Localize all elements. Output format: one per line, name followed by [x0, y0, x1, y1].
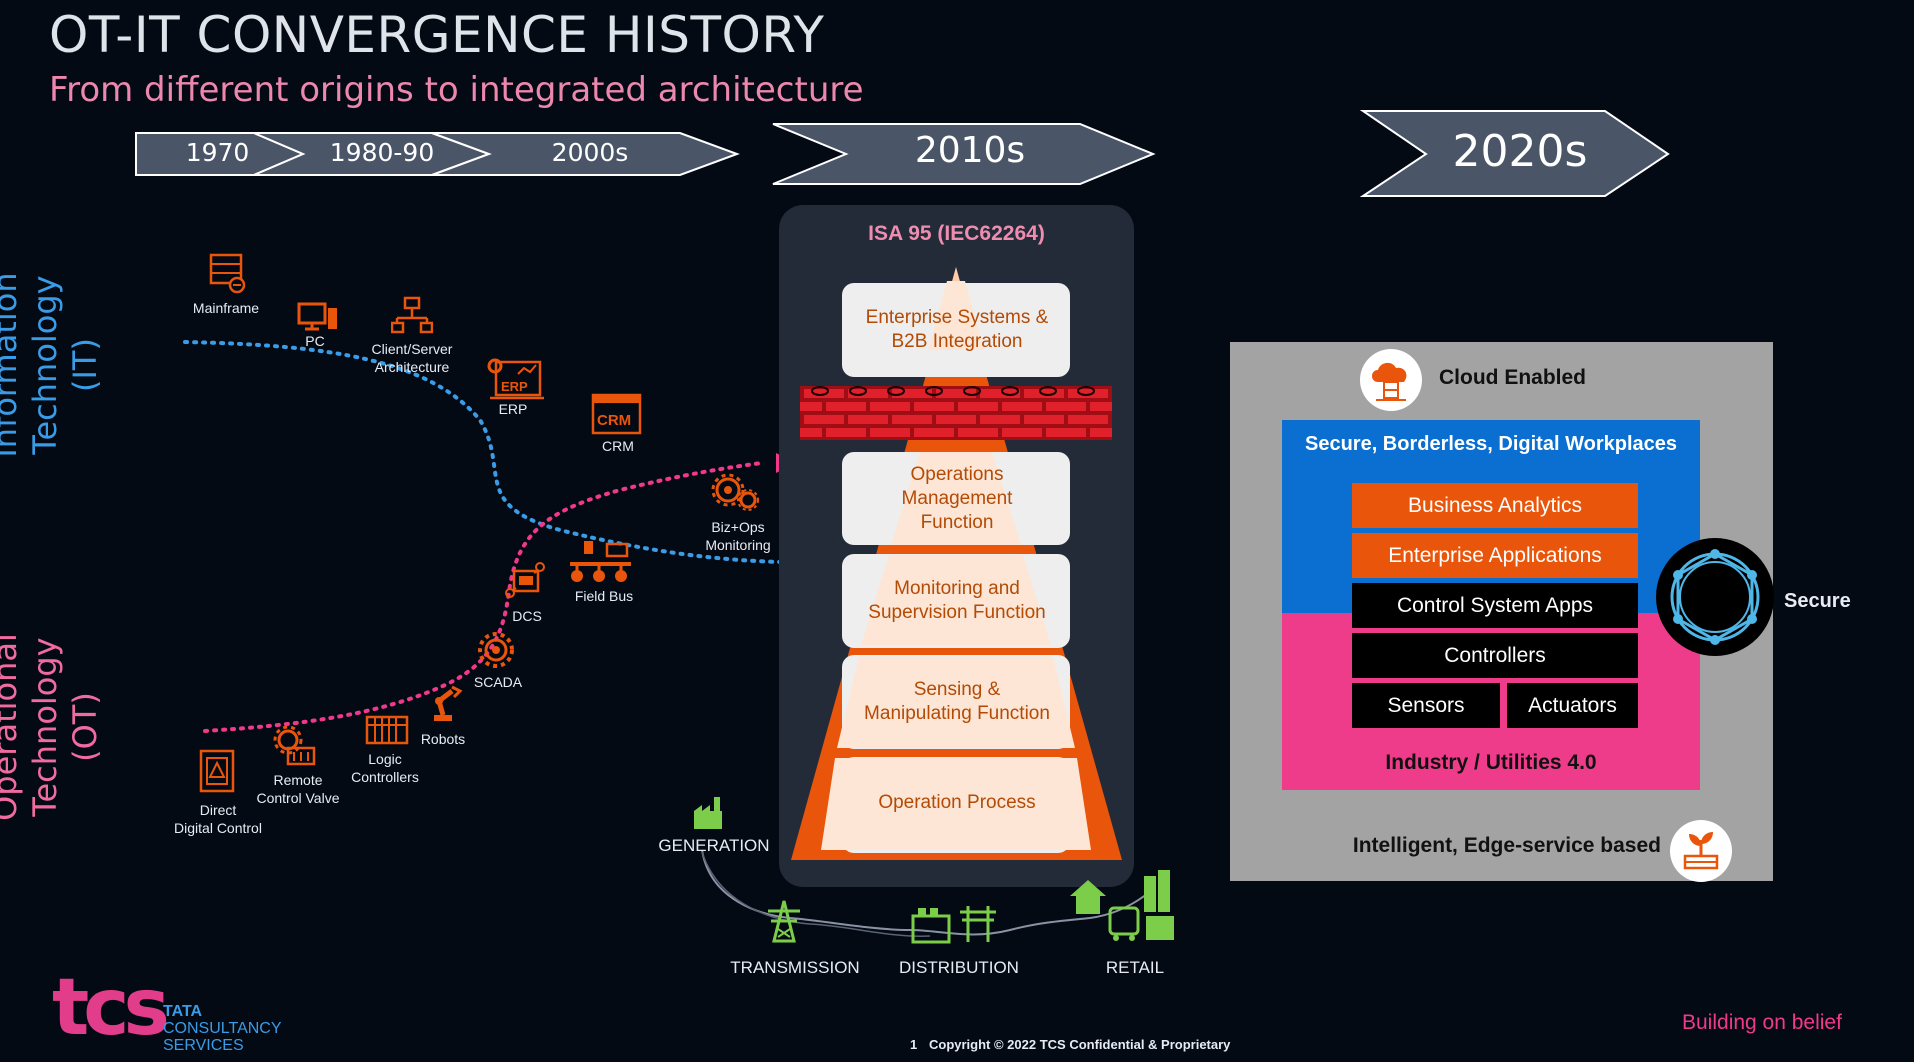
chevron-2020s	[1359, 110, 1670, 197]
crm-icon: CRM	[591, 393, 642, 435]
timeline-2020s: 2020s	[1452, 126, 1588, 177]
direct-digital-control-label: Direct Digital Control	[174, 802, 262, 836]
isa-level-enterprise-text: Enterprise Systems & B2B Integration	[865, 307, 1049, 352]
robot-arm-icon	[434, 685, 463, 721]
cloud-enabled-label: Cloud Enabled	[1439, 366, 1586, 389]
timeline-2010s: 2010s	[914, 130, 1026, 171]
control-system-apps-box: Control System Apps	[1352, 583, 1638, 628]
tcs-logo: tcs	[52, 963, 170, 1053]
dcs-label: DCS	[512, 608, 542, 624]
retail-city-icon	[1070, 870, 1174, 941]
chevron-2000s	[431, 132, 740, 176]
pc-label: PC	[305, 333, 325, 349]
bizops-gear-icon	[711, 473, 759, 511]
actuators-box: Actuators	[1507, 683, 1638, 728]
workplace-label: Secure, Borderless, Digital Workplaces	[1304, 433, 1677, 455]
tcs-brand-text: TATA CONSULTANCY SERVICES	[163, 1003, 282, 1054]
robots-label: Robots	[420, 731, 466, 747]
sensors-box: Sensors	[1352, 683, 1500, 728]
isa-level-operations-text: Operations Management Function	[901, 464, 1013, 533]
firewall-icon	[800, 386, 1112, 440]
business-analytics-box: Business Analytics	[1352, 483, 1638, 528]
distribution-icon	[911, 906, 996, 944]
secure-hexagon-icon	[1656, 538, 1774, 656]
page-subtitle: From different origins to integrated arc…	[49, 70, 864, 110]
power-grid-chain	[701, 849, 1153, 937]
client-server-icon	[391, 296, 433, 334]
scada-label: SCADA	[473, 674, 523, 690]
chevron-2010s	[772, 123, 1156, 185]
timeline-2000s: 2000s	[551, 138, 629, 167]
page-number: 1	[910, 1037, 918, 1052]
logic-controllers-icon	[365, 715, 409, 745]
isa-level-sensing-text: Sensing & Manipulating Function	[864, 679, 1050, 724]
svg-text:ERP: ERP	[501, 379, 528, 394]
field-bus-icon	[570, 541, 631, 582]
edge-label: Intelligent, Edge-service based	[1352, 834, 1661, 857]
remote-control-valve-icon	[273, 725, 316, 766]
page-title: OT-IT CONVERGENCE HISTORY	[49, 6, 825, 64]
timeline-1970: 1970	[185, 138, 250, 167]
erp-label: ERP	[498, 401, 528, 417]
timeline-1980-90: 1980-90	[329, 138, 435, 167]
direct-digital-control-icon	[199, 749, 235, 793]
ot-curve	[203, 461, 764, 733]
enterprise-apps-box: Enterprise Applications	[1352, 533, 1638, 578]
client-server-label: Client/Server Architecture	[371, 341, 453, 375]
field-bus-label: Field Bus	[574, 588, 634, 604]
scada-gear-icon	[478, 632, 514, 668]
industry-label: Industry / Utilities 4.0	[1385, 751, 1597, 774]
isa95-title: ISA 95 (IEC62264)	[868, 222, 1045, 245]
retail-label: RETAIL	[1105, 958, 1165, 977]
isa-level-monitoring-text: Monitoring and Supervision Function	[868, 578, 1046, 623]
secure-label: Secure	[1784, 590, 1851, 612]
dcs-icon	[505, 562, 545, 598]
edge-plant-icon	[1683, 832, 1719, 870]
mainframe-label: Mainframe	[192, 300, 260, 316]
crm-label: CRM	[602, 438, 634, 454]
controllers-box: Controllers	[1352, 633, 1638, 678]
generation-label: GENERATION	[658, 836, 770, 855]
erp-icon: ERP	[487, 358, 544, 400]
logic-controllers-label: Logic Controllers	[351, 751, 419, 785]
pc-icon	[297, 302, 337, 331]
factory-icon	[694, 797, 722, 829]
isa95-pyramid-overlay	[821, 267, 1091, 850]
distribution-label: DISTRIBUTION	[899, 958, 1019, 977]
remote-control-valve-label: Remote Control Valve	[256, 772, 340, 806]
svg-text:CRM: CRM	[597, 412, 631, 429]
it-curve	[183, 340, 782, 564]
isa-level-operation-process-text: Operation Process	[878, 792, 1036, 813]
transmission-label: TRANSMISSION	[730, 958, 860, 977]
cloud-server-icon	[1372, 362, 1407, 401]
transmission-tower-icon	[768, 900, 800, 943]
bizops-label: Biz+Ops Monitoring	[705, 519, 771, 553]
copyright-text: Copyright © 2022 TCS Confidential & Prop…	[929, 1037, 1231, 1052]
mainframe-icon	[209, 253, 246, 294]
tagline: Building on belief	[1682, 1011, 1842, 1034]
